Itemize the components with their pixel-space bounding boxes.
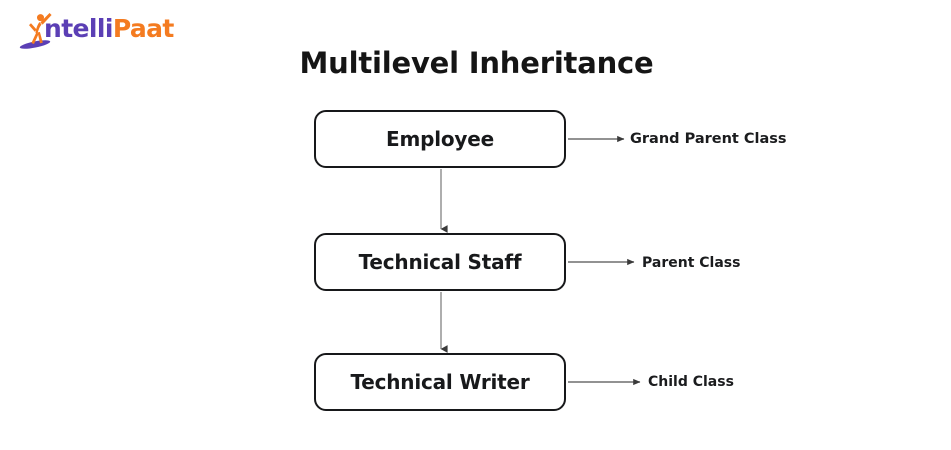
- annotation-grand-parent-class: Grand Parent Class: [630, 131, 787, 147]
- node-box-employee[interactable]: Employee: [314, 110, 566, 168]
- intellipaat-wordmark: ntelliPaat: [44, 16, 174, 41]
- diagram-title: Multilevel Inheritance: [0, 46, 951, 80]
- diagram-title-text: Multilevel Inheritance: [299, 46, 654, 80]
- node-box-technical-writer[interactable]: Technical Writer: [314, 353, 566, 411]
- brand-name-part-1: ntelli: [44, 14, 113, 43]
- intellipaat-figure-icon: [19, 13, 52, 49]
- node-box-technical-staff[interactable]: Technical Staff: [314, 233, 566, 291]
- node-label-technical-writer: Technical Writer: [350, 370, 530, 394]
- brand-name-part-2: Paat: [112, 14, 175, 43]
- annotation-child-class: Child Class: [648, 374, 734, 390]
- annotation-parent-class: Parent Class: [642, 255, 741, 271]
- node-label-employee: Employee: [386, 127, 494, 151]
- intellipaat-logo: ntelliPaat: [18, 8, 174, 54]
- node-label-technical-staff: Technical Staff: [358, 250, 522, 274]
